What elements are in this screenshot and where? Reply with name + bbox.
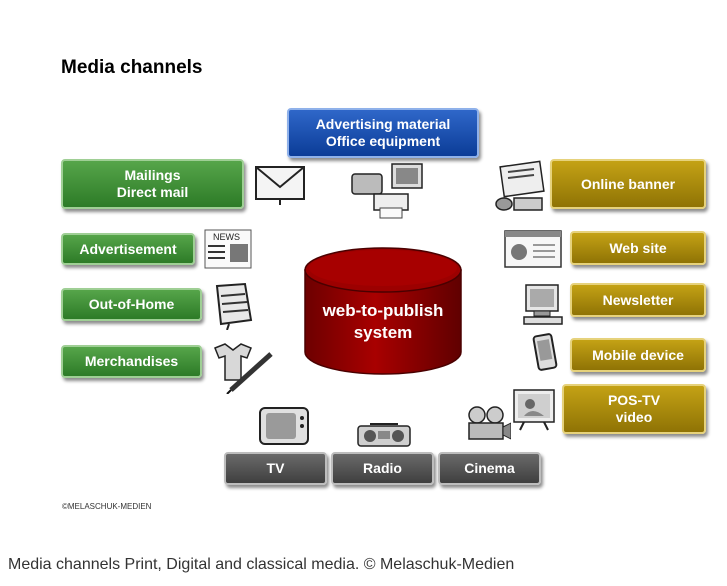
advertisement-box: Advertisement (61, 233, 195, 265)
newsletter-box: Newsletter (570, 283, 706, 317)
svg-text:NEWS: NEWS (213, 232, 240, 242)
page-title: Media channels (61, 57, 203, 78)
image-caption: Media channels Print, Digital and classi… (8, 556, 515, 573)
out-of-home-box: Out-of-Home (61, 288, 202, 321)
tv-box: TV (224, 452, 327, 485)
television-icon (259, 407, 309, 445)
advertising-material-box: Advertising material Office equipment (287, 108, 479, 158)
pos-tv-video-box: POS-TV video (562, 384, 706, 434)
web-site-box: Web site (570, 231, 706, 265)
envelope-icon (255, 166, 305, 205)
tv-video-icon (513, 389, 555, 431)
tshirt-pen-icon (214, 343, 273, 394)
office-equipment-icon (351, 163, 423, 219)
newspaper-icon: NEWS (204, 229, 252, 269)
radio-icon (357, 423, 411, 447)
mobile-phone-icon (532, 333, 558, 371)
radio-box: Radio (331, 452, 434, 485)
cinema-box: Cinema (438, 452, 541, 485)
billboard-icon (215, 282, 253, 330)
film-camera-icon (468, 406, 511, 440)
mailings-direct-mail-box: Mailings Direct mail (61, 159, 244, 209)
website-icon (504, 230, 562, 268)
computer-icon (523, 284, 563, 325)
mobile-device-box: Mobile device (570, 338, 706, 372)
web-to-publish-system-label: web-to-publish system (322, 301, 444, 342)
copyright-notice: ©MELASCHUK-MEDIEN (62, 502, 152, 511)
merchandises-box: Merchandises (61, 345, 202, 378)
newspaper-stack-icon (495, 160, 545, 211)
online-banner-box: Online banner (550, 159, 706, 209)
